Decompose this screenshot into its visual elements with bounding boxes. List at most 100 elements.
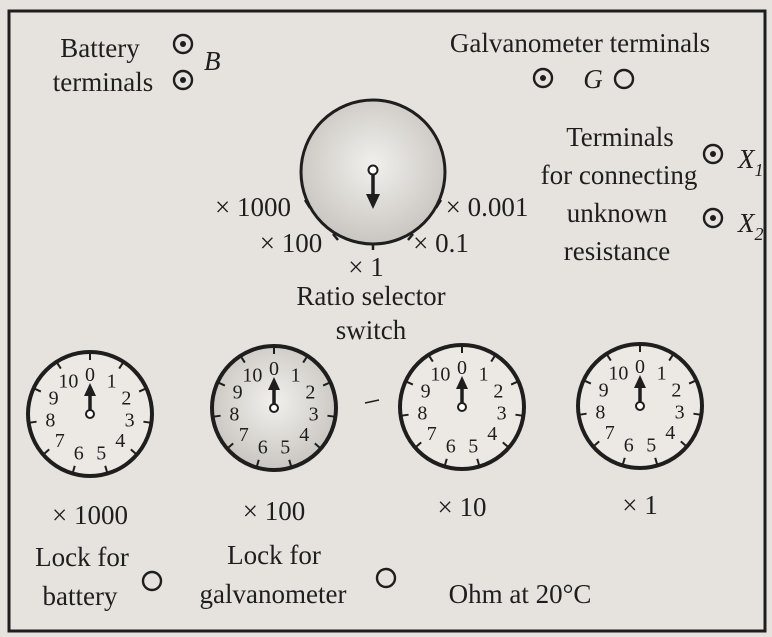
dial-tick — [688, 379, 696, 385]
terminal-x1[interactable] — [702, 143, 724, 165]
dial-tick — [606, 354, 612, 362]
galvanometer-terminals-label: Galvanometer terminals — [450, 28, 710, 58]
dial-number: 4 — [665, 422, 675, 444]
dial-tick — [584, 379, 592, 385]
lock-battery-label-line1: Lock for — [35, 542, 129, 572]
dial-number: 9 — [49, 387, 59, 409]
dial-tick — [118, 362, 124, 370]
ratio-selector-caption-line2: switch — [336, 315, 407, 345]
dial-tick — [401, 413, 409, 417]
dial-tick — [255, 459, 260, 467]
dial-number: 0 — [269, 358, 279, 380]
ratio-tick — [303, 199, 312, 209]
dial-tick — [593, 440, 600, 447]
stray-mark — [364, 399, 380, 404]
ratio-selector-switch[interactable] — [299, 98, 447, 250]
battery-terminal-label: B — [204, 46, 221, 76]
dial-number: 6 — [446, 435, 456, 457]
dial-tick — [314, 442, 321, 449]
dial-number: 2 — [493, 380, 503, 402]
dial-number: 8 — [45, 410, 55, 432]
dial-number: 9 — [599, 379, 609, 401]
dial-tick — [218, 381, 226, 387]
dial-tick — [29, 420, 37, 424]
lock-battery-knob[interactable] — [141, 570, 163, 592]
dial-number: 1 — [657, 362, 667, 384]
dial-tick — [502, 441, 509, 448]
dial-number: 3 — [125, 410, 135, 432]
lock-galvanometer-label-line1: Lock for — [227, 540, 321, 570]
dial-number: 2 — [305, 381, 315, 403]
terminal-x2[interactable] — [702, 207, 724, 229]
dial-tick — [406, 380, 414, 386]
ratio-tick — [332, 233, 339, 241]
dial-tick — [327, 414, 335, 418]
dial-tick — [476, 458, 481, 466]
dial-pointer-icon — [634, 375, 646, 411]
dial-multiplier-x10: × 10 — [438, 492, 487, 522]
dial-tick — [288, 459, 293, 467]
unknown-label-line3: unknown — [567, 198, 668, 228]
ohm-label: Ohm at 20°C — [449, 579, 592, 609]
dial-number: 0 — [457, 357, 467, 379]
dial-tick — [490, 355, 496, 363]
terminal-x2-label: X2 — [737, 208, 764, 244]
dial-tick — [104, 465, 109, 473]
dial-number: 9 — [421, 380, 431, 402]
dial-number: 6 — [74, 442, 84, 464]
unknown-label-line1: Terminals — [566, 122, 674, 152]
dial-number: 1 — [479, 363, 489, 385]
dial-number: 10 — [242, 364, 262, 386]
dial-number: 7 — [427, 423, 437, 445]
dial-tick — [579, 412, 587, 416]
battery-terminal-top[interactable] — [172, 33, 194, 55]
dial-number: 10 — [430, 363, 450, 385]
dial-number: 3 — [309, 404, 319, 426]
dial-number: 8 — [229, 404, 239, 426]
dial-number: 6 — [258, 436, 268, 458]
dial-number: 6 — [624, 434, 634, 456]
lock-galvanometer-knob[interactable] — [375, 567, 397, 589]
dial-tick — [415, 441, 422, 448]
dial-number: 1 — [291, 364, 301, 386]
battery-label-line1: Battery — [60, 33, 140, 63]
dial-number: 4 — [487, 423, 497, 445]
dial-multiplier-x1: × 1 — [622, 490, 657, 520]
dial-tick — [43, 448, 50, 455]
dial-number: 1 — [107, 370, 117, 392]
dial-number: 5 — [646, 434, 656, 456]
dial-tick — [302, 356, 308, 364]
dial-pointer-icon — [456, 376, 468, 412]
panel-border — [7, 9, 767, 633]
dial-number: 4 — [299, 424, 309, 446]
dial-tick — [143, 420, 151, 424]
ratio-selector-caption-line1: Ratio selector — [296, 281, 445, 311]
dial-tick — [443, 458, 448, 466]
dial-number: 8 — [417, 403, 427, 425]
dial-number: 10 — [608, 362, 628, 384]
dial-number: 5 — [280, 436, 290, 458]
ratio-label-x100: × 100 — [260, 228, 322, 258]
dial-number: 0 — [635, 356, 645, 378]
ratio-label-x1: × 1 — [348, 252, 383, 282]
dial-tick — [130, 448, 137, 455]
galvanometer-terminal-right[interactable] — [613, 68, 635, 90]
galvanometer-terminal-label: G — [583, 64, 603, 94]
galvanometer-terminal-left[interactable] — [532, 67, 554, 89]
ratio-label-x0-1: × 0.1 — [413, 228, 469, 258]
ratio-tick — [434, 199, 443, 209]
dial-tick — [510, 380, 518, 386]
dial-number: 5 — [468, 435, 478, 457]
dial-pointer-icon — [268, 377, 280, 413]
dial-tick — [693, 412, 701, 416]
dial-tick — [428, 355, 434, 363]
dial-number: 5 — [96, 442, 106, 464]
lock-battery-label-line2: battery — [43, 581, 118, 611]
battery-terminal-bottom[interactable] — [172, 69, 194, 91]
